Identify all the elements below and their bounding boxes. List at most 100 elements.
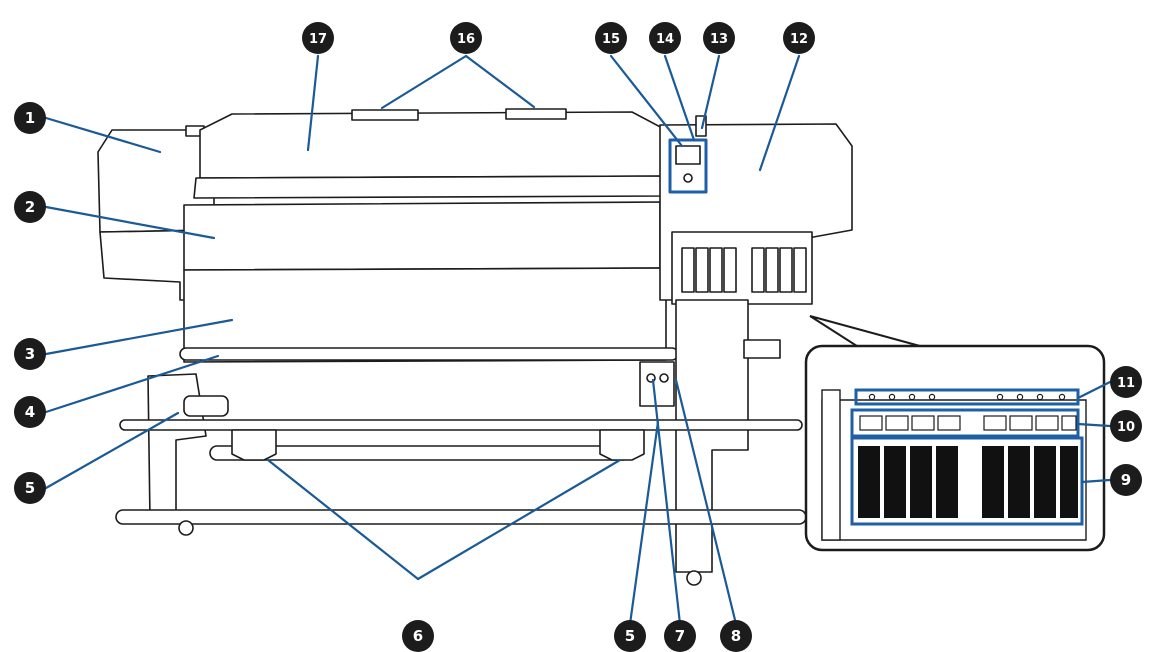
- callout-badge-circle: [14, 338, 46, 370]
- ink-lever: [885, 415, 909, 431]
- cover-label-left: [351, 109, 419, 121]
- callout-badge-c13: 13: [703, 22, 735, 54]
- right-take-up-stand: [675, 299, 749, 573]
- caster-right: [686, 570, 702, 586]
- tension-bar: [179, 347, 679, 361]
- ink-lever: [937, 415, 961, 431]
- callout-number: 11: [1117, 376, 1135, 391]
- callout-number: 5: [25, 479, 35, 497]
- callout-badge-c15: 15: [595, 22, 627, 54]
- leader-c15: [609, 54, 684, 148]
- callout-number: 9: [1121, 471, 1131, 489]
- callout-badge-circle: [450, 22, 482, 54]
- ink-check-lamps: [868, 393, 1066, 401]
- callout-badge-c6: 6: [402, 620, 434, 652]
- callout-badge-c2: 2: [14, 191, 46, 223]
- callout-badge-c9: 9: [1110, 464, 1142, 496]
- inset-side-panel: [821, 389, 841, 541]
- ink-slot: [779, 247, 793, 293]
- ink-slot: [793, 247, 807, 293]
- lamp-dot: [996, 393, 1004, 401]
- callout-badge-circle: [595, 22, 627, 54]
- ink-cartridge: [982, 446, 1004, 518]
- ink-slots-small: [681, 247, 807, 293]
- leader-c2: [44, 205, 216, 240]
- callout-badge-c3: 3: [14, 338, 46, 370]
- callout-number: 10: [1117, 420, 1135, 435]
- callout-badge-c5b: 5: [614, 620, 646, 652]
- leader-c14: [663, 54, 696, 142]
- leader-c13: [700, 54, 721, 130]
- lamp-dot: [908, 393, 916, 401]
- control-button: [683, 173, 693, 183]
- callout-badge-c14: 14: [649, 22, 681, 54]
- leader-c12: [758, 54, 801, 172]
- leader-c4: [44, 354, 220, 414]
- callout-number: 4: [25, 403, 35, 421]
- caster-left: [178, 520, 194, 536]
- ink-slot: [709, 247, 723, 293]
- leader-c11: [1076, 380, 1112, 400]
- callout-number: 12: [790, 32, 808, 47]
- zoom-wedge: [809, 315, 921, 350]
- callout-number: 2: [25, 198, 35, 216]
- printer-cover: [199, 111, 667, 179]
- callout-badge-circle: [783, 22, 815, 54]
- alert-lamp-post: [695, 115, 707, 137]
- ink-cartridges: [858, 446, 1078, 518]
- callout-badge-circle: [720, 620, 752, 652]
- ink-levers: [859, 415, 1077, 431]
- lamp-dot: [868, 393, 876, 401]
- ink-slot: [751, 247, 765, 293]
- callout-badge-circle: [14, 191, 46, 223]
- ink-lever: [859, 415, 883, 431]
- leader-c17: [306, 54, 320, 152]
- rear-paper-guide: [183, 201, 661, 271]
- printer-illustration: [97, 108, 853, 586]
- ink-cartridge: [858, 446, 880, 518]
- callout-badge-circle: [664, 620, 696, 652]
- ink-detail-inset: [804, 315, 1106, 552]
- callout-number: 14: [656, 32, 674, 47]
- callout-number: 16: [457, 32, 475, 47]
- ink-cartridge: [1034, 446, 1056, 518]
- leader-lines: [44, 54, 1112, 626]
- leader-c16a: [380, 54, 468, 110]
- left-roll-core-holder: [183, 395, 229, 417]
- roll-support-right: [599, 429, 645, 461]
- callout-badge-circle: [1110, 366, 1142, 398]
- cover-label-right: [505, 108, 567, 120]
- ink-cartridge: [1008, 446, 1030, 518]
- callout-number: 15: [602, 32, 620, 47]
- auto-take-up-control: [639, 361, 675, 407]
- ink-slot: [695, 247, 709, 293]
- callout-badge-circle: [1110, 464, 1142, 496]
- callout-badge-c8: 8: [720, 620, 752, 652]
- roll-support-left: [231, 429, 277, 461]
- ink-lever: [1009, 415, 1033, 431]
- base-bar: [115, 509, 807, 525]
- ink-lever: [1035, 415, 1059, 431]
- ink-cartridge: [884, 446, 906, 518]
- leader-c16b: [464, 54, 536, 109]
- ink-slot: [681, 247, 695, 293]
- ink-lever: [911, 415, 935, 431]
- leader-c9: [1080, 478, 1112, 484]
- callout-badge-c5a: 5: [14, 472, 46, 504]
- callout-number: 7: [675, 627, 685, 645]
- callout-number: 17: [309, 32, 327, 47]
- callout-badge-circle: [402, 620, 434, 652]
- callout-badge-circle: [703, 22, 735, 54]
- callout-number: 6: [413, 627, 423, 645]
- control-panel-screen: [675, 145, 701, 165]
- callout-number: 3: [25, 345, 35, 363]
- right-arm: [743, 339, 781, 359]
- ink-slot: [723, 247, 737, 293]
- lamp-dot: [1058, 393, 1066, 401]
- ink-cartridge: [936, 446, 958, 518]
- callout-badge-circle: [1110, 410, 1142, 442]
- callout-badge-circle: [14, 472, 46, 504]
- ink-cartridge: [910, 446, 932, 518]
- ink-cartridge: [1060, 446, 1078, 518]
